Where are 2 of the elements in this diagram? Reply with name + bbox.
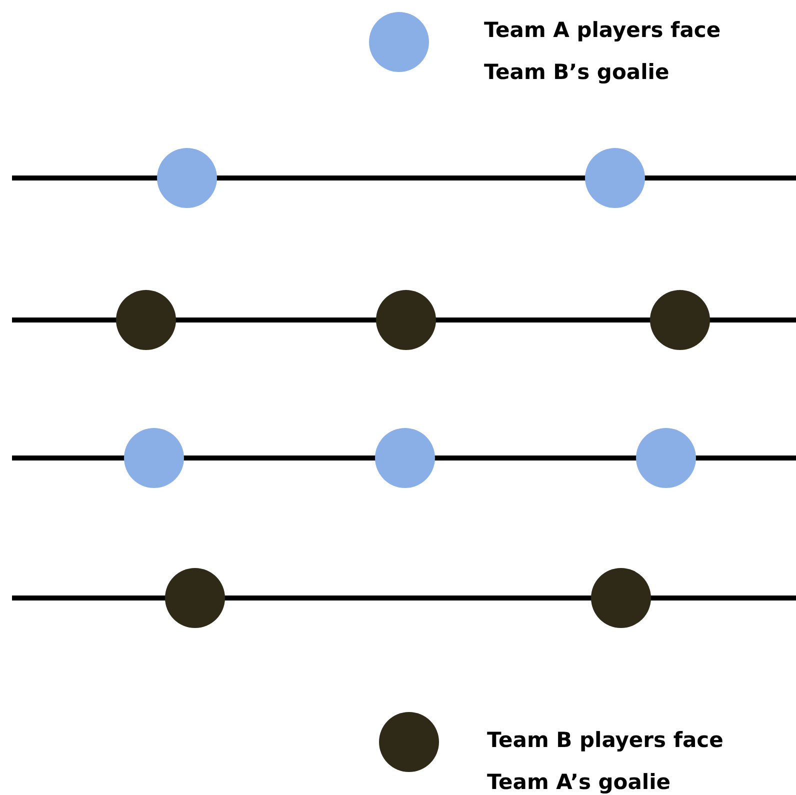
legend-text: Team A players face Team B’s goalie	[484, 17, 722, 86]
legend-text: Team B players face Team A’s goalie	[487, 727, 724, 795]
